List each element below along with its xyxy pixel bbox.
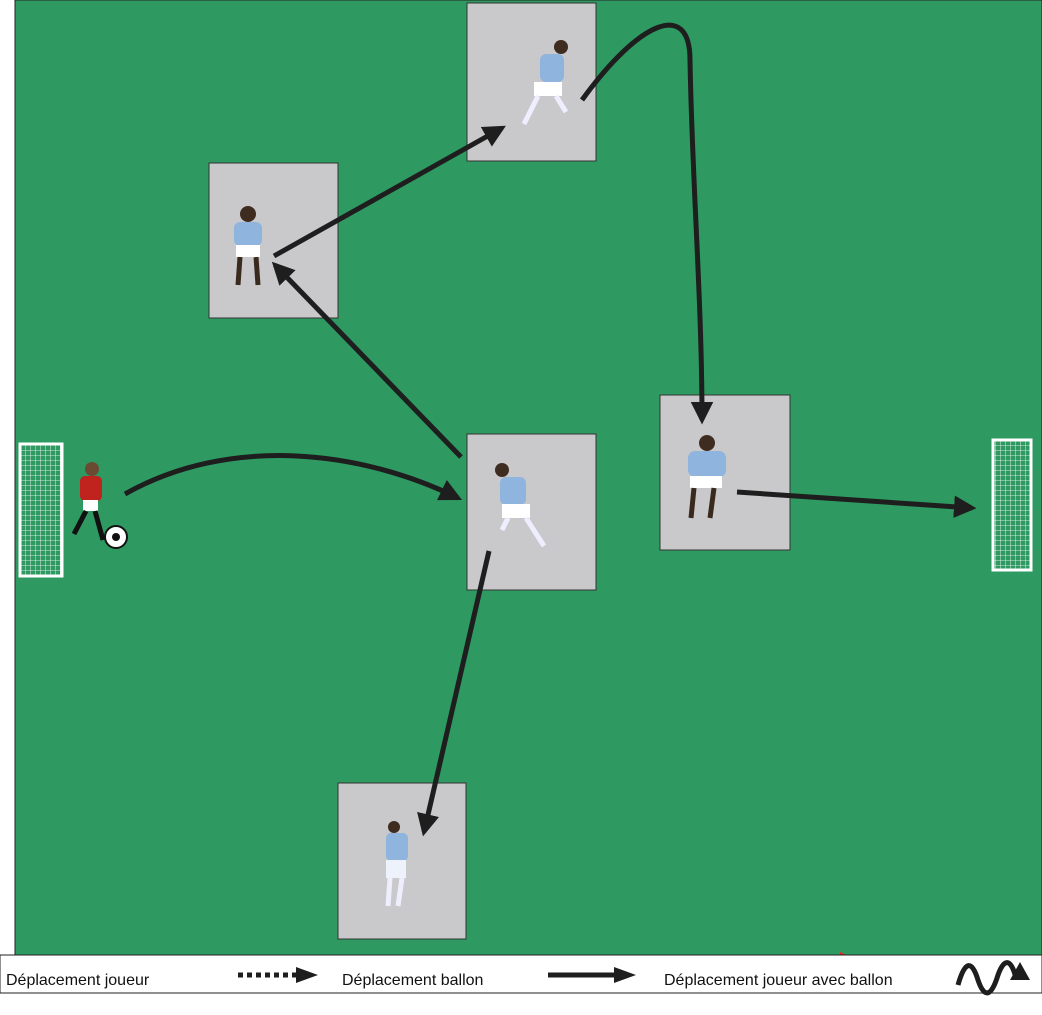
legend-player-with-ball-label: Déplacement joueur avec ballon [664,972,893,989]
teammate-player-bottom [385,821,408,907]
teammate-player-top [521,40,569,126]
zone-left-wide [208,162,339,319]
pass-arrow-top-to-right [579,22,714,425]
attacker-player [71,462,128,549]
teammate-player-left [234,206,262,286]
teammate-player-right [688,435,726,519]
pass-arrow-center-to-left [271,261,463,459]
legend-dribble-wave [955,960,1019,996]
legend-player-movement-label: Déplacement joueur [6,972,150,989]
legend-dribble-arrowhead [1010,962,1030,980]
pass-arrow-left-to-top [272,125,506,259]
right-goal [991,438,1033,572]
legend-ball-movement-arrowhead [614,967,636,983]
pass-arrow-attacker-to-center [123,453,463,501]
legend-player-movement-arrowhead [296,967,318,983]
pass-arrow-center-to-bottom [417,550,492,837]
legend-ball-movement-label: Déplacement ballon [342,972,484,989]
teammate-player-center [495,463,547,548]
legend-bar [0,954,1042,994]
left-goal [18,442,64,578]
shot-arrow-to-goal [736,489,977,519]
